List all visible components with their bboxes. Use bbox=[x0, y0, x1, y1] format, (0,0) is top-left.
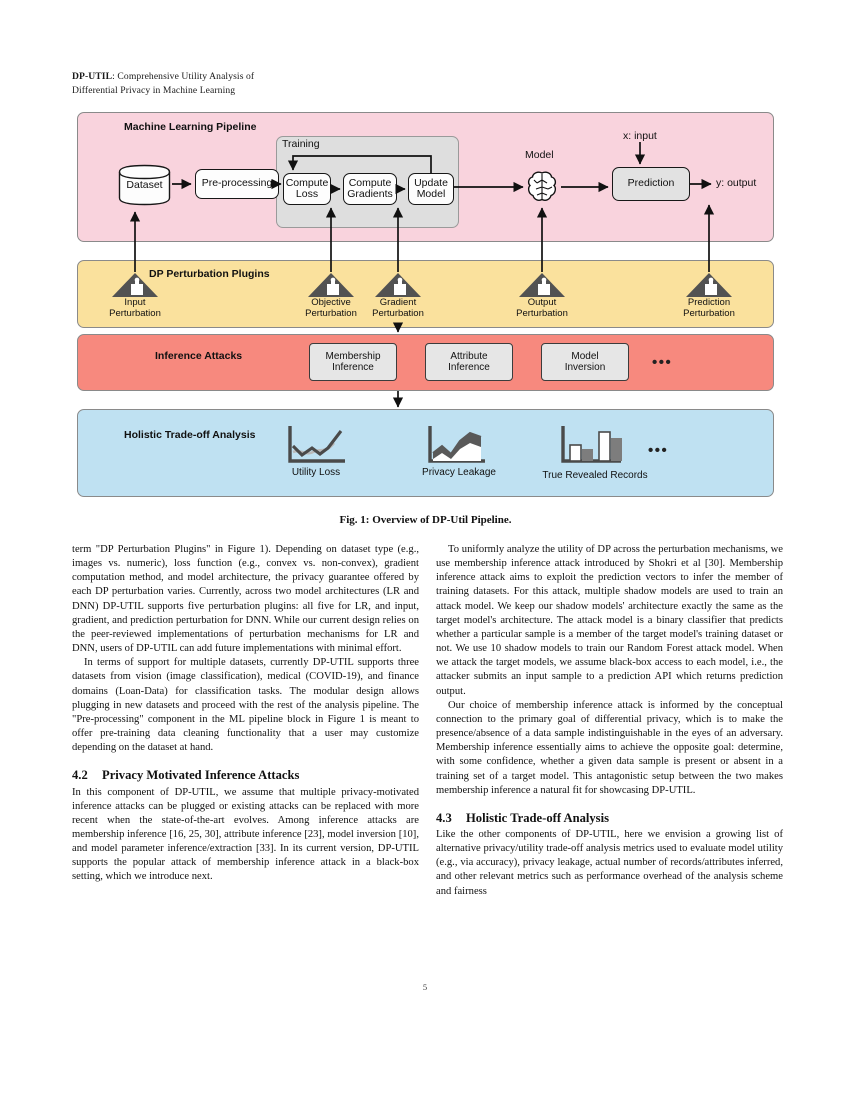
node-pre-processing: Pre-processing bbox=[195, 169, 279, 199]
attacks-ellipsis: ••• bbox=[652, 354, 673, 371]
page-number: 5 bbox=[422, 982, 428, 992]
node-compute-gradients: Compute Gradients bbox=[343, 173, 397, 205]
plugin-label-gradient: Gradient Perturbation bbox=[348, 297, 448, 319]
training-label: Training bbox=[282, 138, 320, 150]
attack-attribute-line2: Inference bbox=[448, 362, 490, 373]
metric-label-true-revealed-records: True Revealed Records bbox=[542, 470, 648, 481]
right-paragraph-3: Like the other components of DP-UTIL, he… bbox=[436, 828, 783, 897]
plugin-objective-line1: Objective bbox=[311, 297, 351, 308]
figure-1: Machine Learning Pipeline Training Datas… bbox=[77, 112, 774, 497]
band-dp-perturbation-plugins bbox=[77, 260, 774, 328]
left-paragraph-3: In this component of DP-UTIL, we assume … bbox=[72, 786, 419, 883]
section-number-4-2: 4.2 bbox=[72, 768, 88, 783]
plugin-label-prediction: Prediction Perturbation bbox=[659, 297, 759, 319]
running-head: DP-UTIL: Comprehensive Utility Analysis … bbox=[72, 70, 492, 97]
attack-model-line1: Model bbox=[571, 350, 599, 362]
attack-membership-line2: Inference bbox=[332, 362, 374, 373]
plugin-objective-line2: Perturbation bbox=[305, 308, 357, 319]
node-compute-loss: Compute Loss bbox=[283, 173, 331, 205]
metric-label-privacy-leakage: Privacy Leakage bbox=[422, 467, 496, 478]
plugin-input-line2: Perturbation bbox=[109, 308, 161, 319]
plugin-label-input: Input Perturbation bbox=[85, 297, 185, 319]
y-output-label: y: output bbox=[716, 177, 757, 189]
plugin-icon-gradient bbox=[374, 272, 422, 303]
plugin-output-line2: Perturbation bbox=[516, 308, 568, 319]
running-head-bold: DP-UTIL bbox=[72, 71, 113, 82]
band-title-tradeoff: Holistic Trade-off Analysis bbox=[124, 429, 256, 441]
section-title-4-2: Privacy Motivated Inference Attacks bbox=[102, 768, 300, 783]
attack-model-line2: Inversion bbox=[564, 362, 606, 373]
metrics-ellipsis: ••• bbox=[648, 442, 669, 459]
bar-chart-icon bbox=[557, 423, 627, 474]
attack-attribute-line1: Attribute bbox=[450, 350, 488, 362]
right-paragraph-1: To uniformly analyze the utility of DP a… bbox=[436, 544, 783, 697]
metric-label-utility-loss: Utility Loss bbox=[291, 467, 341, 478]
plugin-icon-input bbox=[111, 272, 159, 303]
plugin-prediction-line1: Prediction bbox=[687, 297, 731, 308]
section-heading-4-2: 4.2 Privacy Motivated Inference Attacks bbox=[72, 768, 419, 782]
section-title-4-3: Holistic Trade-off Analysis bbox=[466, 810, 609, 825]
node-update-model: Update Model bbox=[408, 173, 454, 205]
section-heading-4-3: 4.3 Holistic Trade-off Analysis bbox=[436, 811, 783, 825]
model-label: Model bbox=[525, 149, 554, 161]
area-chart-icon bbox=[424, 423, 488, 474]
left-text-column: term "DP Perturbation Plugins" in Figure… bbox=[72, 543, 419, 885]
right-text-column: To uniformly analyze the utility of DP a… bbox=[436, 543, 783, 899]
left-paragraph-2: In terms of support for multiple dataset… bbox=[72, 657, 419, 754]
left-paragraph-1: term "DP Perturbation Plugins" in Figure… bbox=[72, 544, 419, 655]
figure-caption: Fig. 1: Overview of DP-Util Pipeline. bbox=[339, 514, 512, 526]
plugin-icon-output bbox=[518, 272, 566, 303]
dataset-cylinder bbox=[118, 164, 171, 206]
running-head-rest: : Comprehensive Utility Analysis of bbox=[112, 71, 255, 82]
plugin-gradient-line2: Perturbation bbox=[372, 308, 424, 319]
band-holistic-tradeoff bbox=[77, 409, 774, 497]
running-head-line2: Differential Privacy in Machine Learning bbox=[72, 84, 236, 96]
dataset-label: Dataset bbox=[126, 179, 163, 191]
plugin-label-objective: Objective Perturbation bbox=[281, 297, 381, 319]
brain-icon bbox=[525, 170, 559, 204]
x-input-label: x: input bbox=[623, 130, 657, 142]
band-title-ml: Machine Learning Pipeline bbox=[124, 121, 257, 133]
node-prediction: Prediction bbox=[612, 167, 690, 201]
plugin-label-output: Output Perturbation bbox=[492, 297, 592, 319]
plugin-output-line1: Output bbox=[527, 297, 557, 308]
plugin-gradient-line1: Gradient bbox=[379, 297, 417, 308]
plugin-prediction-line2: Perturbation bbox=[683, 308, 735, 319]
plugin-icon-prediction bbox=[685, 272, 733, 303]
plugin-icon-objective bbox=[307, 272, 355, 303]
plugin-input-line1: Input bbox=[124, 297, 146, 308]
line-chart-icon bbox=[284, 423, 348, 474]
band-title-attacks: Inference Attacks bbox=[155, 350, 243, 362]
right-paragraph-2: Our choice of membership inference attac… bbox=[436, 699, 783, 796]
attack-membership-line1: Membership bbox=[325, 350, 381, 362]
band-title-dp: DP Perturbation Plugins bbox=[149, 268, 270, 280]
section-number-4-3: 4.3 bbox=[436, 810, 452, 825]
